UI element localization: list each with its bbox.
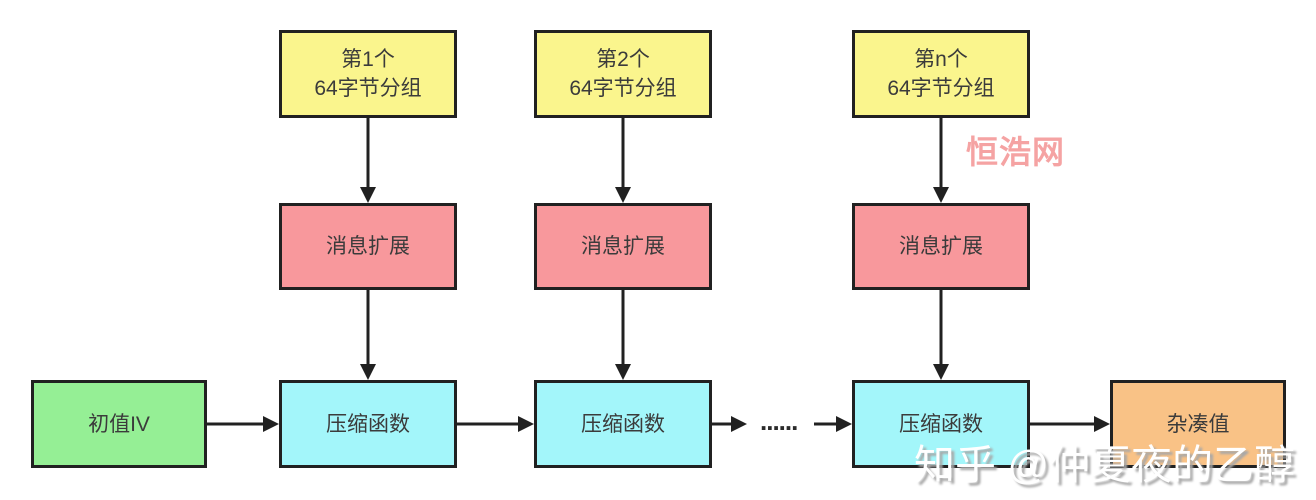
node-block-n-line2: 64字节分组 xyxy=(887,77,995,100)
node-block-n: 第n个 64字节分组 xyxy=(852,30,1030,118)
node-block-1: 第1个 64字节分组 xyxy=(279,30,457,118)
arrow-expand2-to-compress2 xyxy=(615,290,631,380)
arrow-expand1-to-compress1 xyxy=(360,290,376,380)
node-block-2: 第2个 64字节分组 xyxy=(534,30,712,118)
node-block-n-line1: 第n个 xyxy=(914,48,968,71)
node-expand-1: 消息扩展 xyxy=(279,203,457,290)
arrow-group1-to-expand1 xyxy=(360,118,376,203)
arrow-compress2-to-ellipsis xyxy=(712,416,747,432)
node-block-1-line2: 64字节分组 xyxy=(314,77,422,100)
node-iv: 初值IV xyxy=(31,380,207,468)
arrow-group2-to-expand2 xyxy=(615,118,631,203)
node-hash: 杂凑值 xyxy=(1110,380,1286,468)
node-compress-2-label: 压缩函数 xyxy=(581,412,665,436)
node-compress-3-label: 压缩函数 xyxy=(899,412,983,436)
node-expand-1-label: 消息扩展 xyxy=(326,235,410,258)
arrow-ellipsis-to-compress3 xyxy=(814,416,852,432)
arrow-compress3-to-hash xyxy=(1030,416,1110,432)
arrow-groupn-to-expand3 xyxy=(933,118,949,203)
arrow-iv-to-compress1 xyxy=(207,416,279,432)
node-expand-3-label: 消息扩展 xyxy=(899,235,983,258)
node-block-2-line1: 第2个 xyxy=(596,48,650,71)
chain-ellipsis: ...... xyxy=(760,406,798,436)
node-expand-3: 消息扩展 xyxy=(852,203,1030,290)
arrow-compress1-to-compress2 xyxy=(457,416,534,432)
node-iv-label: 初值IV xyxy=(88,412,150,436)
node-expand-2-label: 消息扩展 xyxy=(581,235,665,258)
node-expand-2: 消息扩展 xyxy=(534,203,712,290)
arrow-expand3-to-compress3 xyxy=(933,290,949,380)
node-block-2-line2: 64字节分组 xyxy=(569,77,677,100)
node-block-1-line1: 第1个 xyxy=(341,48,395,71)
node-compress-1-label: 压缩函数 xyxy=(326,412,410,436)
node-hash-label: 杂凑值 xyxy=(1166,412,1230,436)
node-compress-1: 压缩函数 xyxy=(279,380,457,468)
watermark-henghao: 恒浩网 xyxy=(966,134,1066,170)
node-compress-3: 压缩函数 xyxy=(852,380,1030,468)
watermark-zhihu: 知乎 @仲夏夜的乙醇 xyxy=(914,442,1296,488)
node-compress-2: 压缩函数 xyxy=(534,380,712,468)
